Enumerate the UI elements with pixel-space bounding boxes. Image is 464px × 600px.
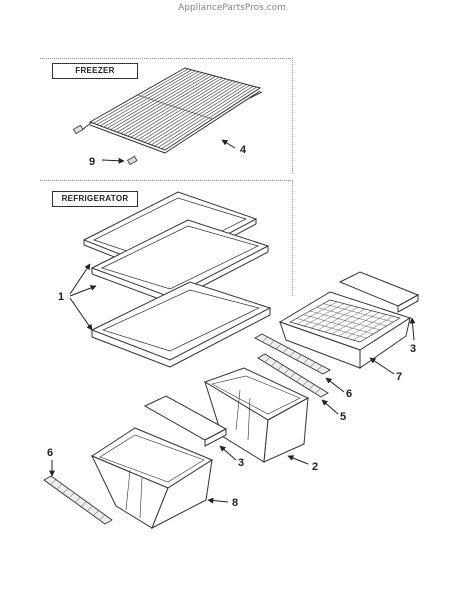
watermark: AppliancePartsPros.com xyxy=(178,3,286,13)
drawer-rail-left xyxy=(43,475,113,525)
freezer-label: FREEZER xyxy=(52,63,138,79)
crisper-drawer-left xyxy=(90,427,214,530)
callout-crisper-cover-right: 3 xyxy=(410,343,416,355)
glass-shelf-middle xyxy=(90,219,270,304)
deli-drawer-grid xyxy=(296,301,394,341)
callout-rack: 4 xyxy=(240,144,247,156)
freezer-wire-rack xyxy=(81,67,263,154)
glass-shelf-bottom xyxy=(90,281,272,368)
crisper-cover-center xyxy=(143,395,228,447)
rack-end-caps xyxy=(72,124,138,166)
refrigerator-label: REFRIGERATOR xyxy=(52,191,138,207)
refrigerator-section-frame xyxy=(40,180,293,296)
crisper-drawer-center xyxy=(203,367,310,463)
callout-shelves: 1 xyxy=(58,291,64,303)
drawer-rail-upper xyxy=(254,333,331,375)
rack-wires xyxy=(93,68,257,149)
callout-rail-left: 6 xyxy=(47,447,53,459)
drawer-rail-lower xyxy=(257,353,329,398)
callout-crisper-left: 8 xyxy=(232,497,238,509)
leader-lines xyxy=(49,139,416,504)
callout-crisper-center: 2 xyxy=(312,461,318,473)
callout-crisper-cover-center: 3 xyxy=(238,457,244,469)
callout-rack-end: 9 xyxy=(89,156,95,168)
freezer-section-frame xyxy=(40,58,293,173)
callout-rail-lower: 5 xyxy=(340,411,346,423)
deli-drawer-cover xyxy=(338,271,420,313)
deli-drawer xyxy=(278,291,412,369)
callout-deli-drawer: 7 xyxy=(396,371,402,383)
callout-rail-upper: 6 xyxy=(346,388,352,400)
